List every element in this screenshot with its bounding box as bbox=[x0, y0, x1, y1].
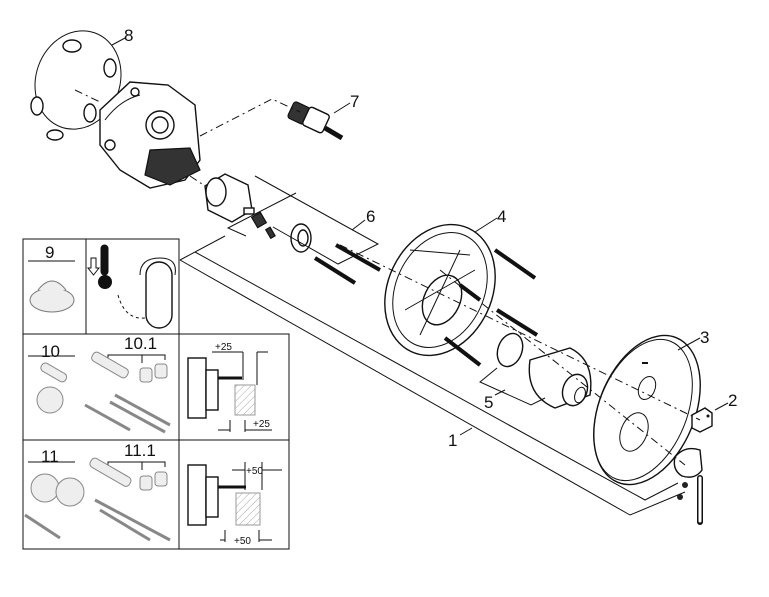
leader-4 bbox=[474, 217, 498, 233]
extension-kit-50-parts bbox=[24, 457, 171, 542]
dim-10-bottom: +25 bbox=[253, 419, 270, 430]
thermometer-icon bbox=[86, 244, 112, 289]
accessory-panel-box bbox=[22, 238, 290, 550]
label-part-8: 8 bbox=[124, 26, 133, 45]
leader-2 bbox=[714, 402, 729, 411]
lever-position-icon bbox=[117, 257, 176, 329]
diverter-cartridge-part bbox=[287, 101, 344, 141]
dimension-drawing-50 bbox=[187, 462, 282, 542]
diverter-knob-part bbox=[691, 407, 713, 433]
leader-3 bbox=[677, 337, 701, 351]
dim-11-top: +50 bbox=[246, 466, 263, 477]
temperature-knob-accessory bbox=[29, 280, 75, 313]
extension-kit-25-parts bbox=[36, 351, 171, 434]
fixing-set-part bbox=[290, 223, 381, 285]
leader-6 bbox=[351, 219, 366, 231]
sleeve-part bbox=[496, 332, 592, 409]
gasket-ring-part bbox=[30, 30, 122, 141]
leader-5-group bbox=[479, 367, 546, 406]
label-part-4: 4 bbox=[497, 207, 506, 226]
panel-9-number: 9 bbox=[45, 243, 54, 262]
dim-10-top: +25 bbox=[215, 342, 232, 353]
leader-6-group bbox=[254, 175, 380, 265]
leader-8 bbox=[111, 37, 126, 46]
lever-handle-part bbox=[673, 447, 703, 525]
leader-7-axis bbox=[199, 98, 301, 137]
label-part-2: 2 bbox=[728, 391, 737, 410]
dim-11-bottom: +50 bbox=[234, 536, 251, 547]
panel-11-number: 11 bbox=[41, 447, 59, 466]
label-part-5: 5 bbox=[484, 393, 493, 412]
dimension-drawing-25 bbox=[187, 351, 272, 432]
mounting-plate-part bbox=[384, 223, 539, 367]
leader-7 bbox=[333, 102, 351, 114]
label-part-3: 3 bbox=[700, 328, 709, 347]
panel-10-subnumber: 10.1 bbox=[124, 334, 157, 353]
panel-10-number: 10 bbox=[41, 342, 60, 361]
thermostatic-cartridge-part bbox=[204, 173, 276, 240]
label-part-6: 6 bbox=[366, 207, 375, 226]
valve-body-part bbox=[99, 81, 201, 189]
leader-1 bbox=[459, 427, 473, 436]
label-part-1: 1 bbox=[448, 431, 457, 450]
leader-5 bbox=[494, 389, 506, 396]
label-part-7: 7 bbox=[350, 92, 359, 111]
panel-11-subnumber: 11.1 bbox=[124, 441, 156, 460]
leader-1-group bbox=[179, 259, 686, 516]
